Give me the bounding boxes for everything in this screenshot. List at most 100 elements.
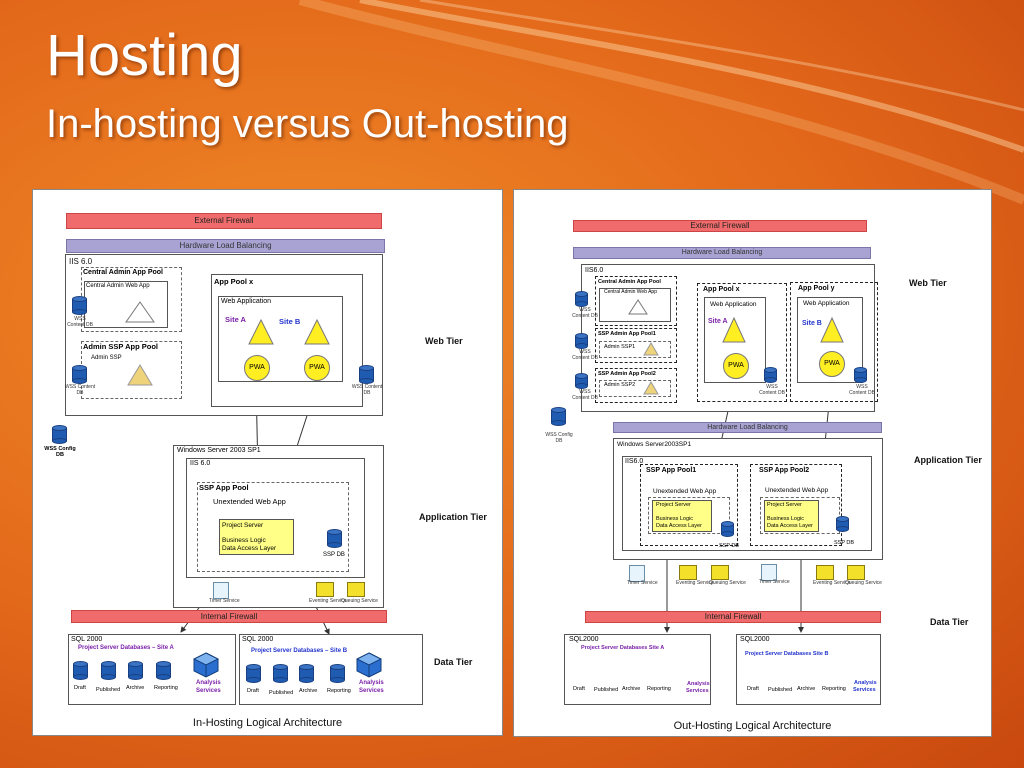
app-pool-y-label: App Pool y	[798, 285, 835, 292]
central-admin-site-icon	[125, 301, 155, 323]
archive-db-a-icon	[128, 661, 143, 680]
queuing-service-label: Queuing Service	[341, 598, 378, 604]
eventing-service-1-label: Eventing Service	[676, 580, 714, 586]
reporting-db-b-icon	[330, 664, 345, 683]
eventing-service-2-icon	[816, 565, 834, 580]
project-server-databases-site-b-label: Project Server Databases Site B	[745, 651, 829, 657]
slide-subtitle: In-hosting versus Out-hosting	[46, 102, 569, 146]
sql-site-a-label: SQL 2000	[71, 636, 103, 643]
hardware-load-balancing-bar-2: Hardware Load Balancing	[613, 422, 882, 433]
timer-service-2-label: Timer Service	[759, 579, 790, 585]
site-a-label: Site A	[225, 315, 246, 324]
published-db-b-icon	[273, 664, 288, 683]
draft-db-b-icon	[246, 664, 261, 683]
web-application-x-label: Web Application	[710, 301, 757, 308]
app-tier-iis-label: IIS6.0	[625, 458, 644, 465]
draft-db-a-label: Draft	[74, 685, 86, 691]
app-tier-iis-box	[186, 458, 365, 578]
archive-db-b-icon	[299, 664, 314, 683]
analysis-services-b-label-1: Analysis	[854, 680, 877, 686]
published-db-a-label: Published	[594, 687, 619, 693]
wss-config-db-icon	[551, 407, 566, 426]
internal-firewall-bar: Internal Firewall	[71, 610, 387, 623]
ssp-admin-pool-2-box	[595, 368, 677, 403]
timer-service-icon	[213, 582, 229, 599]
admin-ssp-1-box	[599, 341, 671, 358]
central-admin-web-app-label: Central Admin Web App	[604, 289, 657, 295]
data-tier-label: Data Tier	[434, 657, 473, 667]
admin-ssp-2-label: Admin SSP2	[604, 382, 636, 388]
admin-ssp-site-icon	[127, 364, 153, 386]
iis-label: IIS 6.0	[69, 257, 93, 266]
reporting-db-b-label: Reporting	[822, 686, 846, 692]
slide-title: Hosting	[46, 23, 243, 88]
ssp-app-pool-2-box	[750, 464, 842, 546]
archive-db-b-label: Archive	[299, 688, 318, 694]
app-pool-x-box	[697, 283, 787, 402]
iis-label: IIS6.0	[585, 267, 604, 274]
external-firewall-bar: External Firewall	[66, 213, 382, 229]
wss-content-db-2-label: WSS Content DB	[64, 384, 96, 396]
business-logic-1-label: Business Logic	[656, 516, 693, 522]
analysis-services-a-label-2: Services	[196, 688, 221, 694]
external-firewall-bar: External Firewall	[573, 220, 867, 232]
pwa-site-b-label: PWA	[309, 364, 325, 371]
pwa-site-a-icon: PWA	[723, 353, 749, 379]
app-tier-iis-label: IIS 6.0	[190, 460, 211, 467]
pwa-site-a-icon: PWA	[244, 355, 270, 381]
project-server-databases-site-a-label: Project Server Databases Site A	[581, 645, 665, 651]
draft-db-b-label: Draft	[247, 688, 259, 694]
wss-content-db-y-label: WSS Content DB	[849, 384, 875, 396]
analysis-services-b-label-2: Services	[853, 687, 876, 693]
project-server-databases-site-a-label: Project Server Databases – Site A	[78, 645, 174, 651]
wss-content-db-2-label: WSS Content DB	[572, 349, 598, 361]
draft-db-b-label: Draft	[747, 686, 759, 692]
hardware-load-balancing-bar: Hardware Load Balancing	[66, 239, 385, 253]
site-b-label: Site B	[802, 320, 822, 327]
reporting-db-a-label: Reporting	[647, 686, 671, 692]
internal-firewall-bar: Internal Firewall	[585, 611, 881, 623]
project-server-box	[219, 519, 294, 555]
windows-server-label: Windows Server2003SP1	[617, 441, 692, 448]
ssp-db-2-label: SSP DB	[834, 540, 855, 546]
data-access-layer-2-label: Data Access Layer	[767, 523, 813, 529]
wss-content-db-2-icon	[575, 333, 588, 349]
web-application-label: Web Application	[221, 298, 272, 305]
eventing-service-icon	[316, 582, 334, 597]
ssp-db-1-icon	[721, 521, 734, 537]
site-b-icon	[304, 319, 330, 345]
pwa-site-a-label: PWA	[249, 364, 265, 371]
unextended-web-app-label: Unextended Web App	[213, 497, 286, 506]
central-admin-pool-label: Central Admin App Pool	[83, 269, 163, 276]
unextended-web-app-1-box	[648, 497, 730, 534]
wss-content-db-1-icon	[72, 296, 87, 315]
published-db-a-label: Published	[96, 687, 121, 693]
queuing-service-1-label: Queuing Service	[709, 580, 746, 586]
analysis-services-a-label-2: Services	[686, 688, 709, 694]
admin-ssp-2-box	[599, 380, 671, 397]
site-a-label: Site A	[708, 318, 728, 325]
site-b-label: Site B	[279, 317, 301, 326]
queuing-service-1-icon	[711, 565, 729, 580]
central-admin-site-icon	[628, 299, 648, 315]
in-hosting-caption: In-Hosting Logical Architecture	[192, 717, 343, 729]
wss-content-db-3-icon	[575, 373, 588, 389]
ssp-app-pool-box	[197, 482, 349, 572]
ssp-app-pool-1-label: SSP App Pool1	[646, 467, 697, 474]
unextended-web-app-1-label: Unextended Web App	[653, 488, 717, 495]
wss-content-db-1-label: WSS Content DB	[67, 316, 93, 328]
archive-db-a-label: Archive	[126, 685, 145, 691]
site-a-icon	[722, 317, 746, 343]
timer-service-label: Timer Service	[209, 598, 240, 604]
central-admin-web-app-box	[84, 281, 168, 328]
pwa-site-b-icon: PWA	[819, 351, 845, 377]
wss-content-db-x-label: WSS Content DB	[759, 384, 785, 396]
wss-content-db-3-label: WSS Content DB	[572, 389, 598, 401]
out-hosting-panel: External Firewall Hardware Load Balancin…	[513, 189, 992, 737]
timer-service-2-icon	[761, 564, 777, 581]
sql-site-b-label: SQL2000	[740, 636, 770, 643]
sql-site-b-box	[736, 634, 881, 705]
wss-content-db-1-icon	[575, 291, 588, 307]
wss-config-db-label: WSS Config DB	[44, 446, 76, 459]
ssp-db-icon	[327, 529, 342, 548]
